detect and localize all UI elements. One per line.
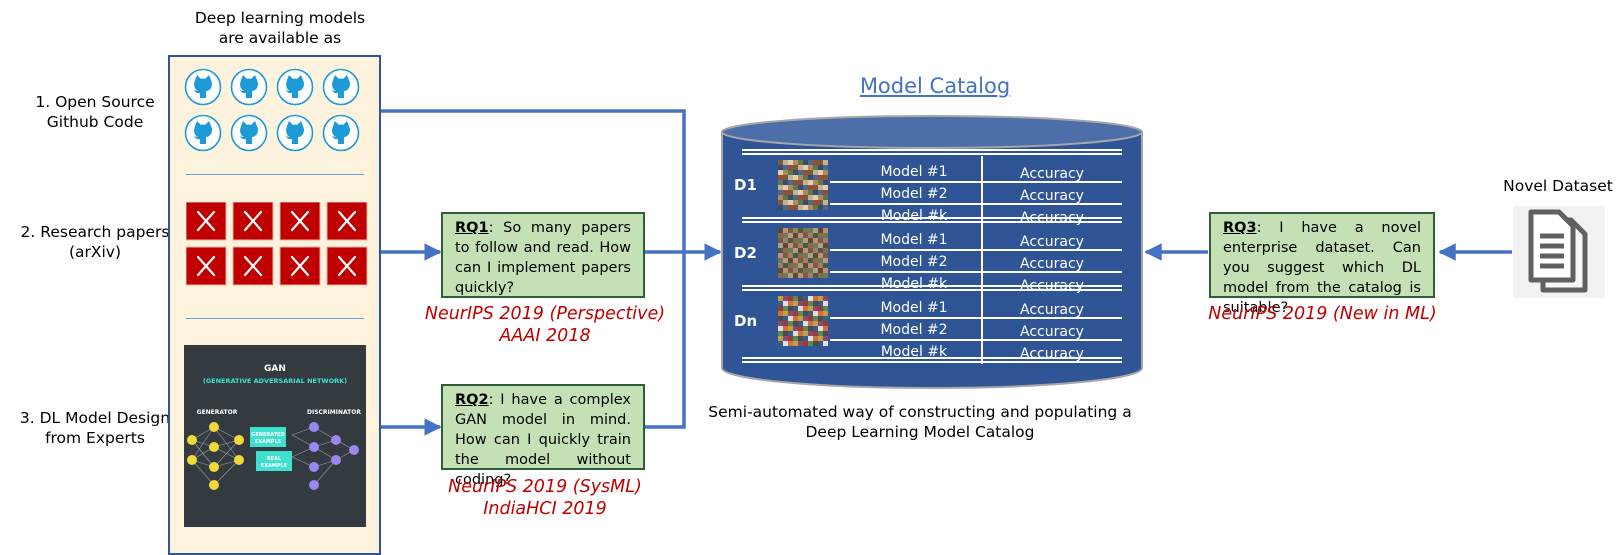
paper-icon bbox=[326, 202, 368, 241]
gan-generator-label: GENERATOR bbox=[197, 409, 238, 416]
paper-icons-grid bbox=[186, 202, 368, 286]
model-accuracy: Accuracy bbox=[1020, 302, 1084, 318]
dataset-thumbnail bbox=[778, 296, 828, 346]
arrow-rq2-to-catalog bbox=[644, 252, 686, 429]
source-label-github: 1. Open Source Github Code bbox=[35, 93, 155, 131]
novel-dataset-label: Novel Dataset bbox=[1503, 177, 1613, 195]
model-accuracy: Accuracy bbox=[1020, 346, 1084, 362]
venue-rq1: NeurIPS 2019 (Perspective) AAAI 2018 bbox=[424, 304, 666, 346]
model-name: Model #2 bbox=[880, 186, 947, 202]
rq1-box: RQ1: So many papers to follow and read. … bbox=[441, 212, 645, 298]
dataset-thumbnail bbox=[778, 160, 828, 210]
model-name: Model #k bbox=[881, 208, 948, 224]
paper-icon bbox=[232, 202, 274, 241]
dataset-label: D2 bbox=[734, 244, 757, 262]
paper-icon bbox=[186, 202, 227, 241]
panel-divider bbox=[186, 318, 364, 319]
sources-header: Deep learning models are available as bbox=[194, 9, 366, 47]
gan-discriminator-label: DISCRIMINATOR bbox=[307, 409, 361, 416]
gan-diagram: GAN (GENERATIVE ADVERSARIAL NETWORK) GEN… bbox=[184, 345, 366, 527]
model-name: Model #2 bbox=[880, 254, 947, 270]
svg-text:EXAMPLE: EXAMPLE bbox=[255, 439, 282, 445]
panel-divider bbox=[186, 174, 364, 175]
paper-icon bbox=[326, 246, 368, 286]
model-accuracy: Accuracy bbox=[1020, 324, 1084, 340]
catalog-caption: Semi-automated way of constructing and p… bbox=[708, 403, 1132, 441]
document-icon bbox=[1513, 206, 1605, 298]
catalog-title: Model Catalog bbox=[859, 74, 1011, 98]
model-accuracy: Accuracy bbox=[1020, 256, 1084, 272]
gan-generated-label: GENERATED bbox=[251, 432, 284, 438]
model-accuracy: Accuracy bbox=[1020, 166, 1084, 182]
source-label-papers: 2. Research papers (arXiv) bbox=[20, 223, 170, 261]
arrow-github-to-catalog bbox=[381, 109, 686, 252]
venue-rq3: NeurIPS 2019 (New in ML) bbox=[1208, 304, 1437, 324]
dataset-thumbnail bbox=[778, 228, 828, 278]
dataset-label: Dn bbox=[734, 312, 757, 330]
model-name: Model #1 bbox=[880, 232, 947, 248]
model-name: Model #k bbox=[881, 276, 948, 292]
dataset-label: D1 bbox=[734, 176, 757, 194]
model-name: Model #2 bbox=[880, 322, 947, 338]
paper-icon bbox=[279, 202, 321, 241]
model-accuracy: Accuracy bbox=[1020, 234, 1084, 250]
model-accuracy: Accuracy bbox=[1020, 188, 1084, 204]
source-label-experts: 3. DL Model Design from Experts bbox=[19, 409, 171, 447]
model-name: Model #1 bbox=[880, 300, 947, 316]
venue-rq2: NeurIPS 2019 (SysML) IndiaHCI 2019 bbox=[448, 477, 642, 519]
gan-real-label: REAL bbox=[267, 456, 282, 462]
svg-text:EXAMPLE: EXAMPLE bbox=[261, 463, 288, 469]
paper-icon bbox=[279, 246, 321, 286]
model-name: Model #1 bbox=[880, 164, 947, 180]
model-name: Model #k bbox=[881, 344, 948, 360]
gan-title: GAN bbox=[264, 364, 286, 374]
gan-subtitle: (GENERATIVE ADVERSARIAL NETWORK) bbox=[203, 377, 347, 385]
rq2-box: RQ2: I have a complex GAN model in mind.… bbox=[441, 384, 645, 488]
paper-icon bbox=[232, 246, 274, 286]
rq3-box: RQ3: I have a novel enterprise dataset. … bbox=[1209, 212, 1435, 316]
paper-icon bbox=[186, 246, 227, 286]
